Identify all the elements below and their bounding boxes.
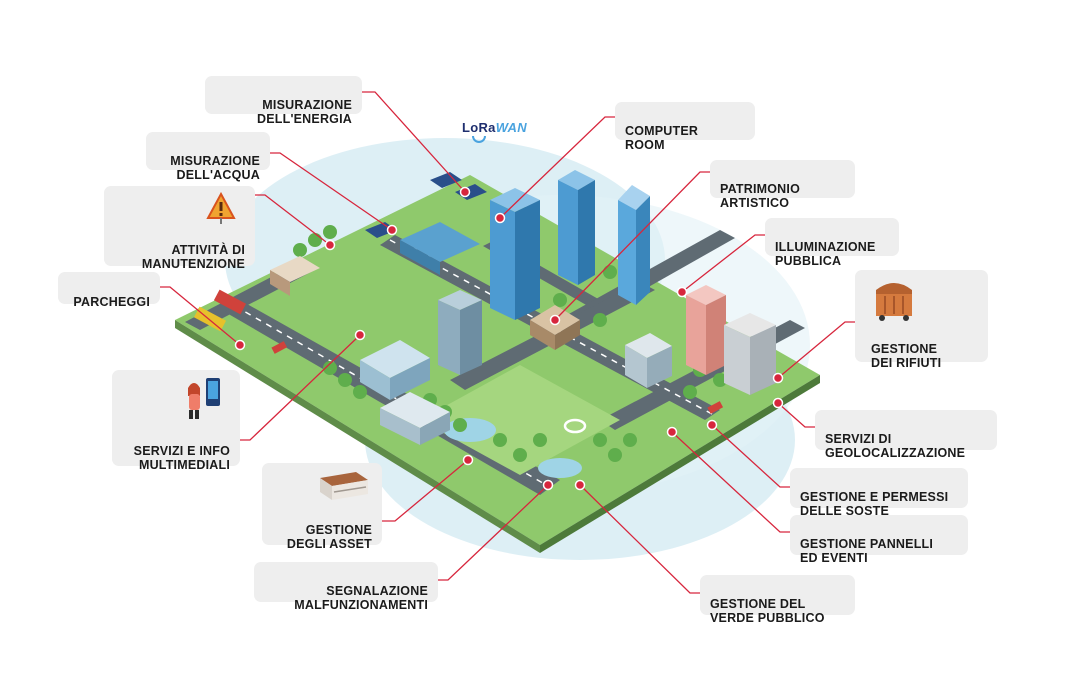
callout-misurazione-acqua: MISURAZIONE DELL'ACQUA (146, 132, 270, 182)
callout-label: GESTIONE DEL VERDE PUBBLICO (710, 597, 825, 625)
callout-manutenzione: ATTIVITÀ DI MANUTENZIONE (104, 186, 255, 271)
callout-label: GESTIONE DEGLI ASSET (286, 523, 372, 551)
callout-servizi-info: SERVIZI E INFO MULTIMEDIALI (112, 370, 240, 472)
lorawan-logo-text-b: WAN (495, 120, 527, 135)
warning-sign-icon (206, 192, 236, 224)
callout-label: GESTIONE PANNELLI ED EVENTI (800, 537, 934, 565)
callout-geolocalizzazione: SERVIZI DI GEOLOCALIZZAZIONE (815, 410, 997, 460)
low-buildings (270, 222, 672, 445)
callout-label: SERVIZI DI GEOLOCALIZZAZIONE (825, 432, 966, 460)
bench-shelter-icon (320, 472, 368, 500)
kiosk-user-icon (188, 378, 220, 419)
waste-bin-icon (876, 283, 912, 321)
callout-misurazione-energia: MISURAZIONE DELL'ENERGIA (205, 76, 362, 126)
callout-parcheggi: PARCHEGGI (58, 272, 160, 309)
lorawan-logo: LoRaWAN (462, 120, 527, 143)
park-areas (408, 246, 620, 478)
callout-label: SERVIZI E INFO MULTIMEDIALI (133, 444, 230, 472)
callout-label: PATRIMONIO ARTISTICO (720, 182, 801, 210)
callout-label: ILLUMINAZIONE PUBBLICA (775, 240, 876, 268)
callout-soste: GESTIONE E PERMESSI DELLE SOSTE (790, 468, 968, 518)
callout-label: ATTIVITÀ DI MANUTENZIONE (141, 243, 245, 271)
signal-icon (472, 136, 486, 143)
callout-patrimonio: PATRIMONIO ARTISTICO (710, 160, 855, 210)
callout-label: COMPUTER ROOM (625, 124, 699, 152)
lorawan-logo-text-a: LoRa (462, 120, 496, 135)
callout-computer-room: COMPUTER ROOM (615, 102, 755, 152)
trees (293, 225, 727, 462)
sensor-points (234, 186, 784, 491)
glass-towers (438, 170, 776, 395)
callout-pannelli: GESTIONE PANNELLI ED EVENTI (790, 515, 968, 565)
callout-segnalazione: SEGNALAZIONE MALFUNZIONAMENTI (254, 562, 438, 612)
callout-gestione-asset: GESTIONE DEGLI ASSET (262, 463, 382, 551)
callout-label: MISURAZIONE DELL'ACQUA (170, 154, 260, 182)
callout-label: SEGNALAZIONE MALFUNZIONAMENTI (294, 584, 428, 612)
callout-label: GESTIONE DEI RIFIUTI (871, 342, 942, 370)
callout-label: PARCHEGGI (73, 295, 150, 309)
callout-illuminazione: ILLUMINAZIONE PUBBLICA (765, 218, 899, 268)
callout-verde: GESTIONE DEL VERDE PUBBLICO (700, 575, 855, 625)
callout-label: GESTIONE E PERMESSI DELLE SOSTE (800, 490, 949, 518)
connector-lines (160, 91, 855, 594)
callout-label: MISURAZIONE DELL'ENERGIA (257, 98, 352, 126)
